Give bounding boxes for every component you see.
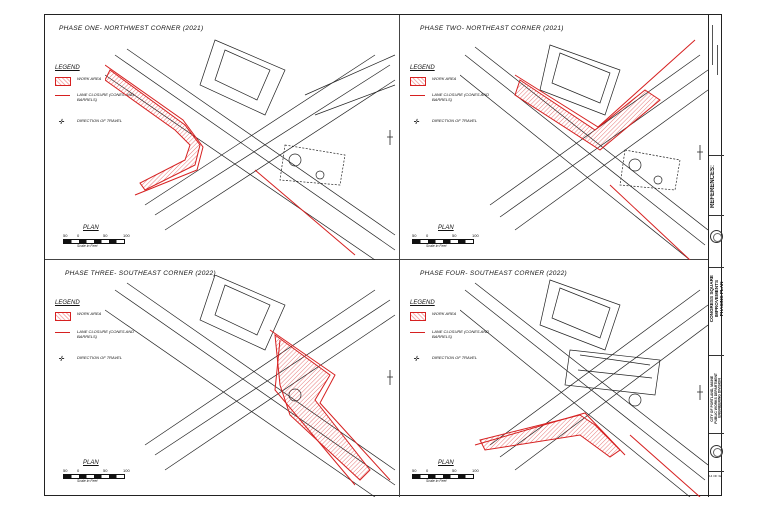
- intersection-map: [460, 39, 708, 260]
- work-area-swatch: [410, 312, 426, 321]
- city-seal-icon: [710, 445, 723, 458]
- scale-bar: 50 0 50 100 Scale in Feet: [412, 233, 479, 248]
- intersection-map: [105, 275, 396, 497]
- intersection-map: [460, 279, 708, 497]
- phase-three-panel: PHASE THREE- SOUTHEAST CORNER (2022) LEG…: [45, 260, 400, 497]
- phase-title: PHASE TWO- NORTHEAST CORNER (2021): [420, 25, 564, 32]
- intersection-map: [105, 39, 396, 260]
- direction-arrow-icon: ✛: [413, 119, 419, 126]
- lane-closure-swatch: [55, 95, 70, 96]
- lane-closure-swatch: [410, 95, 425, 96]
- lane-closure-swatch: [55, 332, 70, 333]
- phase-one-panel: PHASE ONE- NORTHWEST CORNER (2021) LEGEN…: [45, 15, 400, 260]
- plan-label: PLAN: [83, 225, 99, 231]
- direction-arrow-icon: ✛: [58, 119, 64, 126]
- references-label: REFERENCES:: [710, 165, 716, 209]
- project-title: CONGRESS SQUARE IMPROVEMENTS PHASING PLA…: [709, 275, 724, 323]
- title-block: REFERENCES: CONGRESS SQUARE IMPROVEMENTS…: [708, 15, 724, 497]
- scale-bar: 50 0 50 100 Scale in Feet: [63, 233, 130, 248]
- phase-title: PHASE ONE- NORTHWEST CORNER (2021): [59, 25, 204, 32]
- plan-label: PLAN: [438, 225, 454, 231]
- plan-label: PLAN: [438, 460, 454, 466]
- phase-title: PHASE FOUR- SOUTHEAST CORNER (2022): [420, 270, 568, 277]
- lane-closure-swatch: [410, 332, 425, 333]
- work-area-swatch: [410, 77, 426, 86]
- legend-title: LEGEND: [55, 65, 80, 71]
- work-area-swatch: [55, 77, 71, 86]
- phase-four-panel: PHASE FOUR- SOUTHEAST CORNER (2022) LEGE…: [400, 260, 708, 497]
- direction-arrow-icon: ✛: [58, 356, 64, 363]
- phase-two-panel: PHASE TWO- NORTHEAST CORNER (2021) LEGEN…: [400, 15, 708, 260]
- city-name: CITY OF PORTLAND, MAINE PUBLIC WORKS DEP…: [710, 373, 722, 424]
- scale-bar: 50 0 50 100 Scale in Feet: [412, 468, 479, 483]
- legend-title: LEGEND: [410, 65, 435, 71]
- direction-arrow-icon: ✛: [413, 356, 419, 363]
- work-area-swatch: [55, 312, 71, 321]
- legend-title: LEGEND: [55, 300, 80, 306]
- plan-sheet: PHASE ONE- NORTHWEST CORNER (2021) LEGEN…: [44, 14, 724, 497]
- phase-title: PHASE THREE- SOUTHEAST CORNER (2022): [65, 270, 216, 277]
- plan-label: PLAN: [83, 460, 99, 466]
- engineer-seal-icon: [710, 230, 723, 243]
- legend-title: LEGEND: [410, 300, 435, 306]
- scale-bar: 50 0 50 100 Scale in Feet: [63, 468, 130, 483]
- sheet-number: 14 OF 32: [709, 474, 722, 478]
